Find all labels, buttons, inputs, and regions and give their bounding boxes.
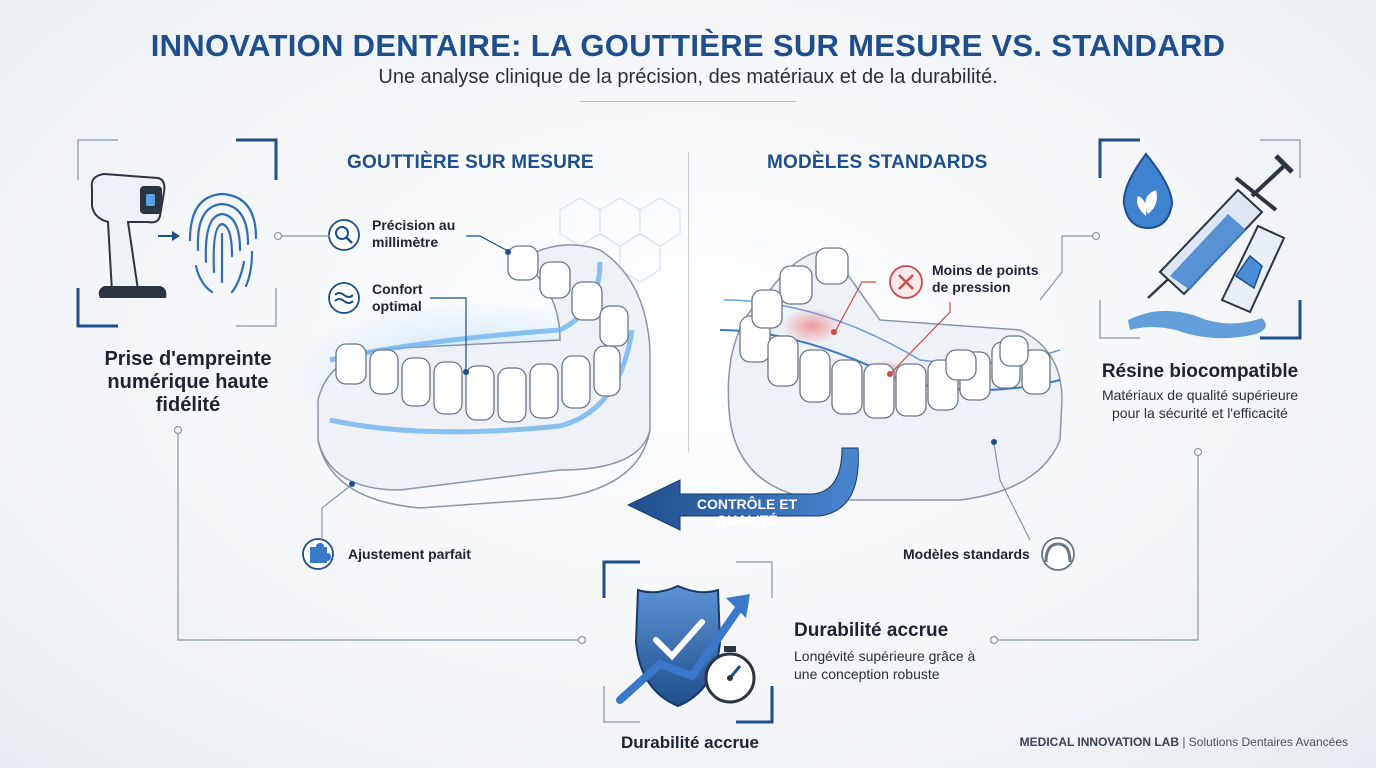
shield-check-icon — [616, 584, 750, 708]
impression-label: Prise d'empreinte numérique haute fidéli… — [104, 348, 272, 416]
scanner-icon — [90, 172, 180, 298]
x-mark-icon — [889, 265, 923, 299]
column-divider — [688, 152, 689, 452]
page-subtitle: Une analyse clinique de la précision, de… — [378, 66, 998, 88]
callout-confort: Confort optimal — [372, 281, 423, 314]
wave-icon — [328, 282, 360, 314]
custom-arch-illustration — [290, 244, 670, 509]
callout-pression: Moins de points de pression — [932, 262, 1039, 295]
puzzle-icon — [302, 538, 334, 570]
water-drop-leaf-icon — [1122, 152, 1174, 230]
syringe-icon — [1147, 154, 1294, 299]
durability-description: Longévité supérieure grâce à une concept… — [794, 648, 976, 682]
right-panel-frame — [1098, 138, 1302, 340]
callout-ajustement: Ajustement parfait — [348, 546, 471, 562]
standard-arch-illustration — [719, 247, 1063, 501]
durability-panel-frame — [602, 560, 774, 724]
left-panel-frame — [76, 138, 278, 328]
footer: MEDICAL INNOVATION LAB | Solutions Denta… — [1020, 735, 1348, 749]
arch-icon — [1041, 537, 1075, 571]
durability-title: Durabilité accrue — [794, 620, 949, 641]
arrow-left-icon — [626, 447, 859, 531]
resin-description: Matériaux de qualité supérieure pour la … — [1101, 387, 1299, 421]
arrow-label: CONTRÔLE ET QUALITÉ — [696, 496, 798, 528]
durability-bottom-label: Durabilité accrue — [621, 733, 759, 752]
stopwatch-icon — [704, 646, 756, 704]
footer-brand: MEDICAL INNOVATION LAB — [1019, 735, 1179, 749]
column-heading-custom: GOUTTIÈRE SUR MESURE — [347, 152, 594, 173]
magnifier-icon — [328, 219, 360, 251]
connector-lines — [173, 231, 1203, 645]
callout-precision: Précision au millimètre — [372, 217, 456, 250]
title-divider — [580, 101, 796, 102]
footer-tagline: | Solutions Dentaires Avancées — [1182, 735, 1348, 749]
crystal-vial-icon — [1128, 224, 1286, 339]
fingerprint-icon — [188, 192, 258, 294]
page-title: INNOVATION DENTAIRE: LA GOUTTIÈRE SUR ME… — [150, 28, 1226, 63]
resin-title: Résine biocompatible — [1101, 361, 1299, 382]
column-heading-standard: MODÈLES STANDARDS — [767, 152, 988, 173]
callout-standards: Modèles standards — [903, 546, 1030, 562]
